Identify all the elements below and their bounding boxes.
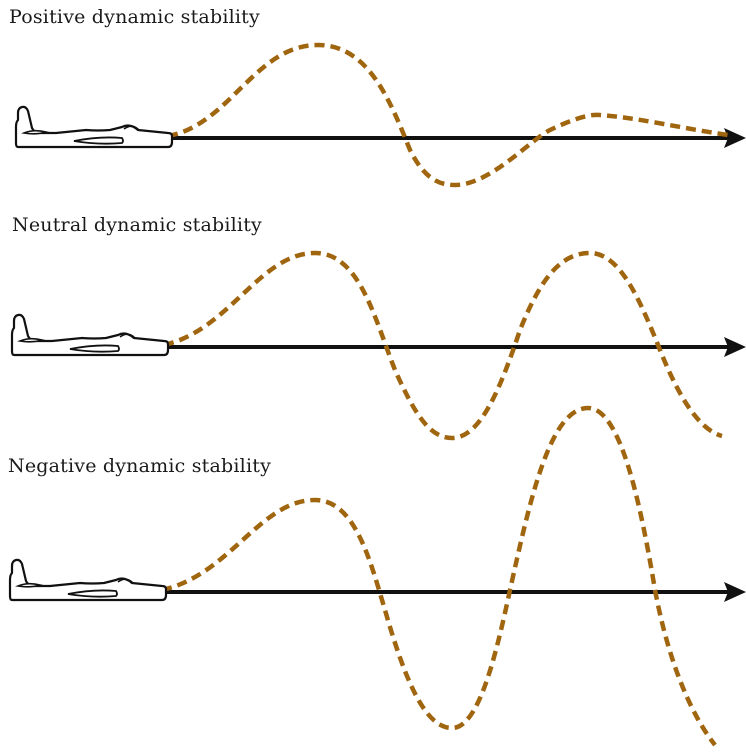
panel-positive: [16, 45, 746, 185]
panel-negative: [10, 408, 746, 745]
airplane-icon: [16, 107, 172, 147]
airplane-icon: [10, 560, 166, 600]
oscillation-curve: [168, 45, 728, 185]
oscillation-curve: [162, 408, 715, 745]
panel-neutral: [12, 253, 746, 438]
airplane-icon: [12, 315, 168, 355]
